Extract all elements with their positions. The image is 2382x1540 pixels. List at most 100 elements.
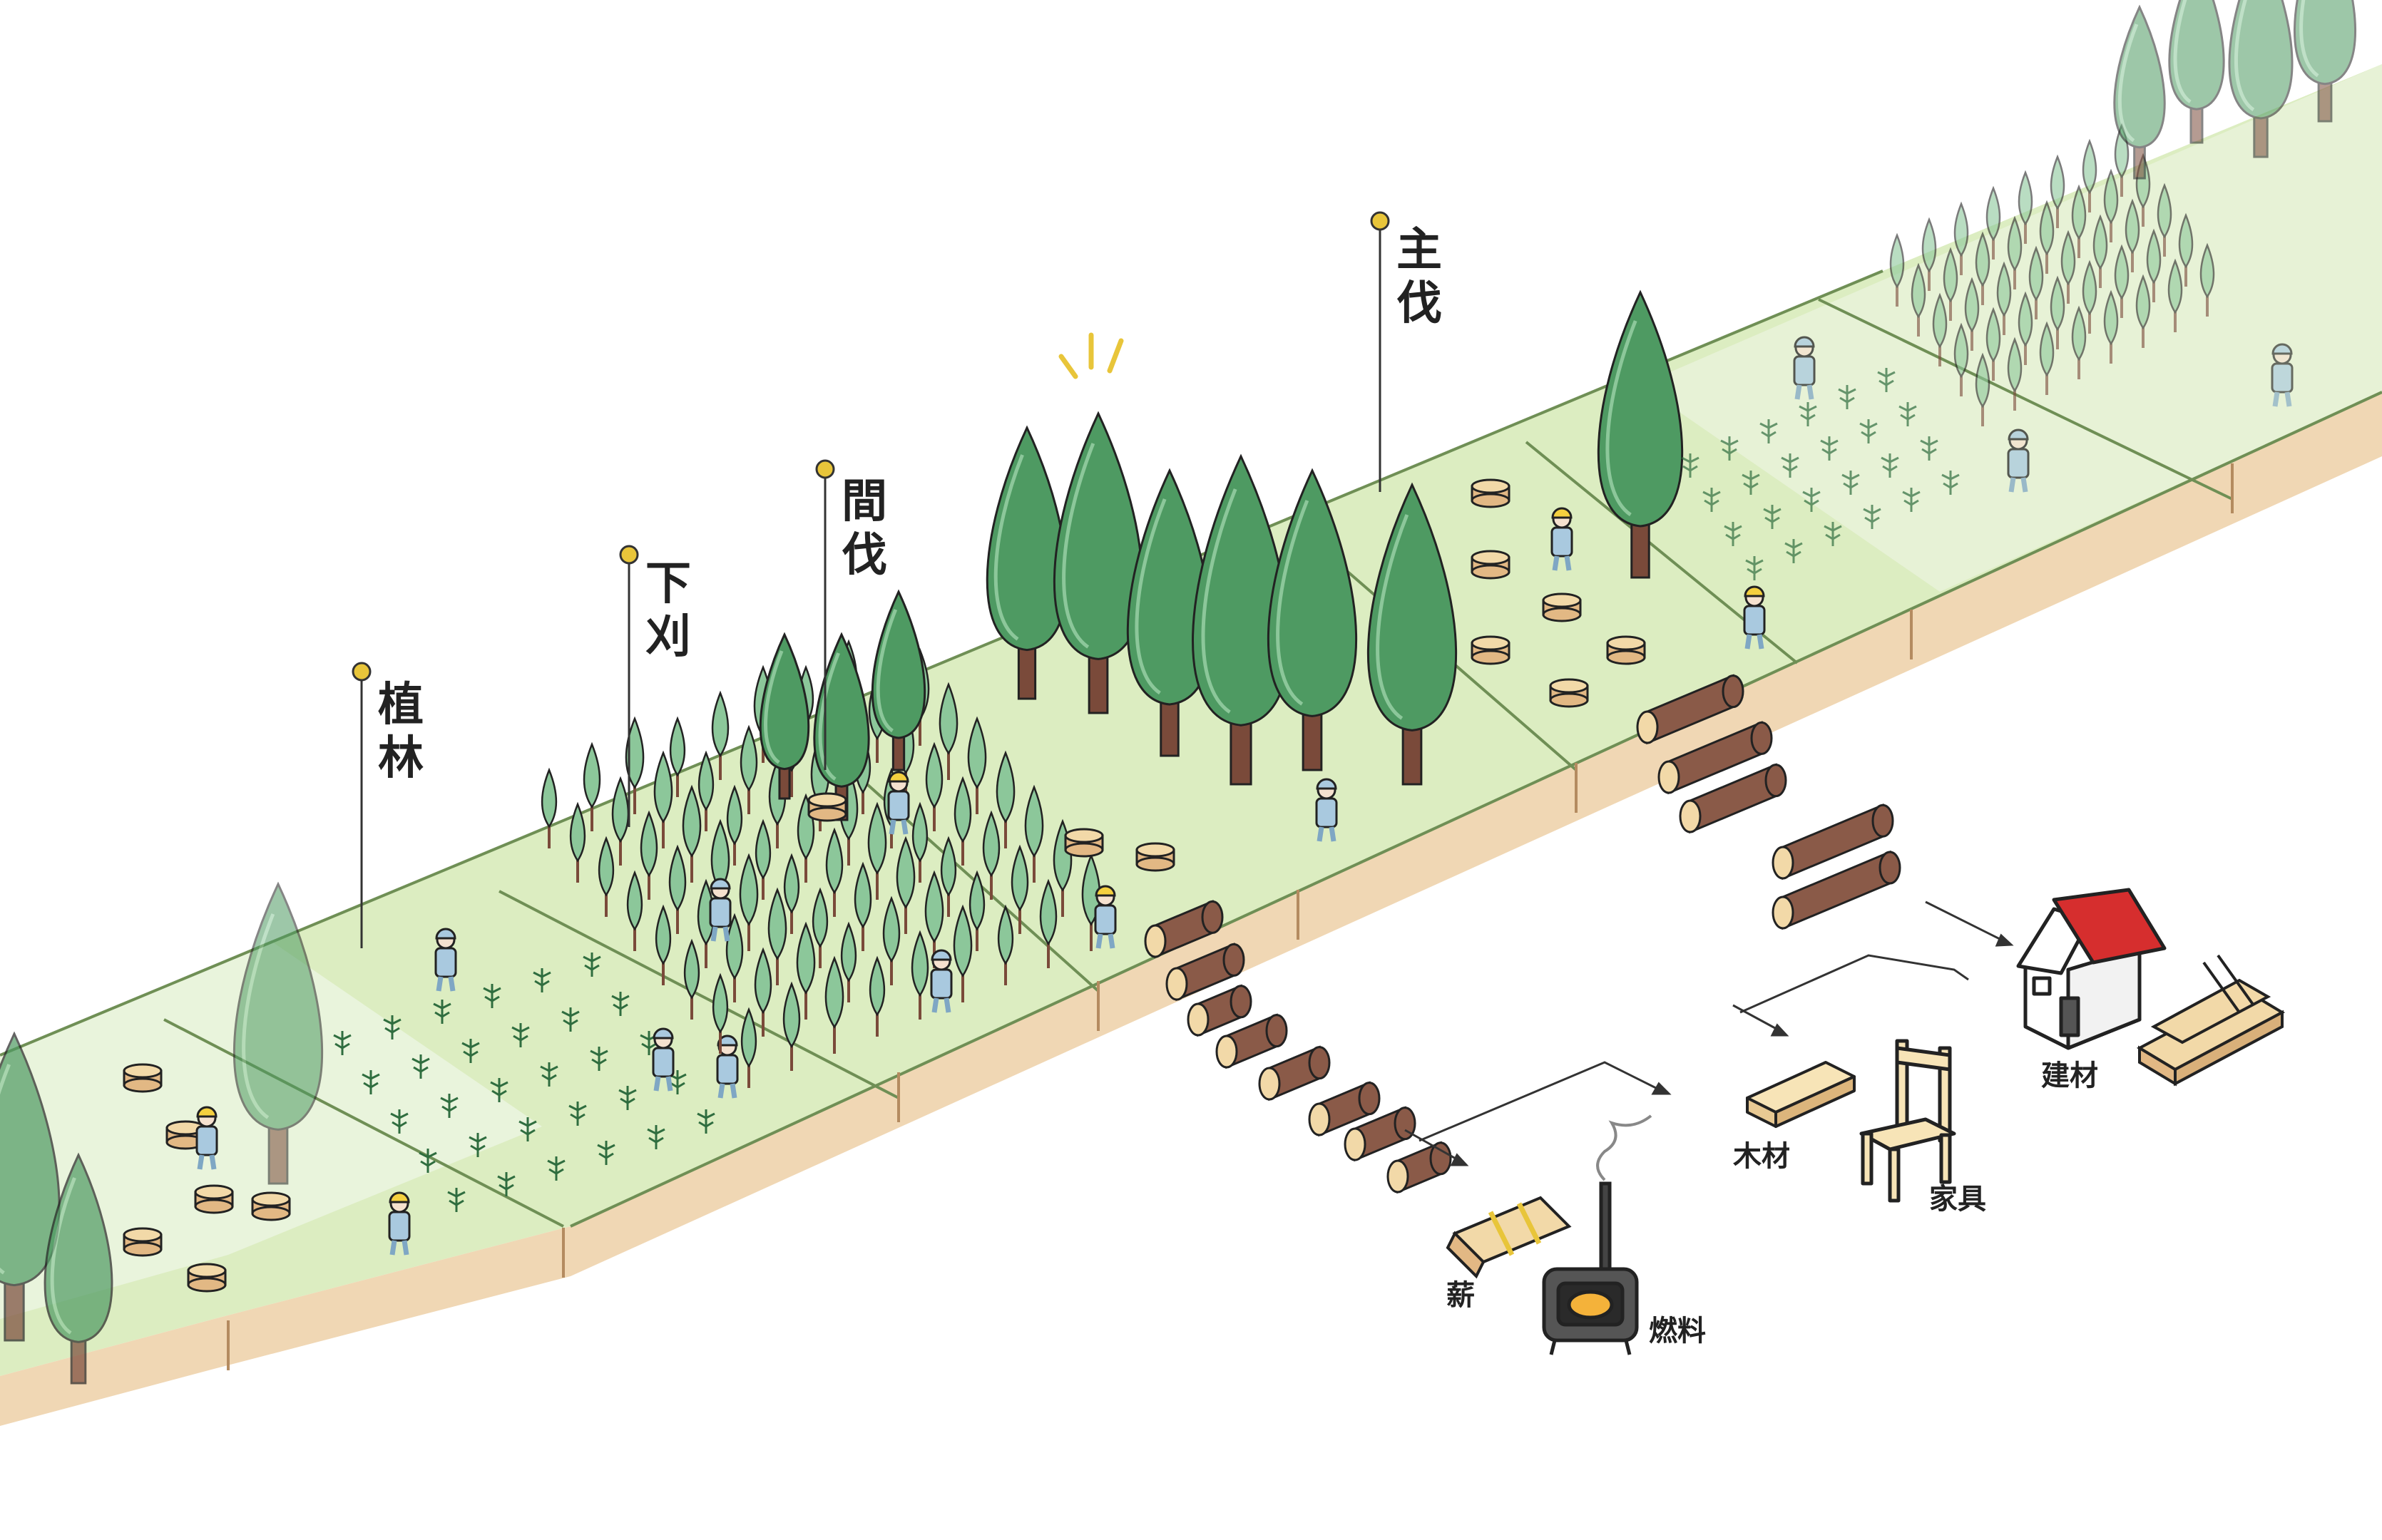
young-tree [2103,168,2119,242]
tree-stump [1064,828,1104,858]
seedling [597,1141,615,1165]
tree-stump [1606,635,1646,665]
young-tree [1975,352,1990,426]
forestry-worker [1743,585,1766,650]
log [1772,850,1901,930]
forestry-worker [195,1106,218,1170]
seedling [1784,539,1803,563]
seedling [547,1156,566,1181]
young-tree [1953,322,1969,396]
young-tree [653,750,673,848]
seedling [362,1070,380,1094]
seedling [540,1062,558,1087]
young-tree [968,870,986,951]
young-tree [583,741,601,831]
tree-stump [1135,842,1175,872]
forestry-worker [1550,507,1573,571]
young-tree [2007,215,2023,289]
cedar-tree [871,589,926,771]
cedar-tree [2168,0,2225,144]
young-tree [1964,277,1980,351]
lumber-stack-icon [2136,954,2286,1087]
young-tree [939,682,959,780]
young-tree [2092,214,2108,288]
planting-plot [333,928,739,1212]
seedling [561,1007,580,1032]
stage-label-planting-2: 林 [378,732,424,785]
stage-label-final-harvest-2: 伐 [1396,277,1442,330]
young-tree [655,904,672,985]
young-tree [996,750,1016,848]
cedar-tree [44,1152,113,1385]
seedling [447,1188,466,1212]
young-tree [1932,292,1948,366]
young-tree [755,818,772,900]
forestry-worker [1094,885,1117,949]
stage-marker-weeding [619,545,639,827]
seedling [1898,402,1917,426]
seedling [433,1000,451,1024]
house-icon [2016,888,2167,1050]
tree-stump [251,1191,291,1221]
cedar-tree [0,1031,61,1342]
cedar-tree [759,632,810,800]
chair-icon [1859,1039,1956,1203]
cedar-tree [1267,468,1358,771]
stage-marker-final-harvest [1370,211,1390,492]
young-tree [1011,844,1029,934]
young-tree [739,853,759,951]
seedling [1802,488,1821,512]
young-tree [2157,183,2172,257]
tree-stump [1471,478,1511,508]
final-harvest-plot [1471,289,1766,708]
young-tree [1039,878,1058,968]
young-tree [569,801,586,883]
young-tree [541,767,558,848]
seedling [461,1039,480,1063]
seedling [419,1149,437,1173]
young-tree [1996,261,2012,335]
seedling [440,1094,459,1118]
young-tree [783,853,800,934]
seedling [1745,556,1764,580]
seedling [618,1086,637,1110]
young-tree [611,776,630,866]
seedling [590,1047,608,1071]
seedling [611,992,630,1016]
product-label-building-material: 建材 [2041,1059,2098,1092]
young-tree [2146,228,2162,302]
seedling [1820,436,1839,461]
young-tree [867,801,887,900]
product-label-firewood: 薪 [1446,1279,1475,1312]
log [1386,1141,1452,1194]
strip-fade-right [1640,64,2382,592]
seedling [1702,488,1721,512]
young-tree [953,904,973,1002]
seedling [1863,505,1881,529]
forestry-worker [1315,778,1338,842]
young-tree [669,716,686,797]
young-tree [1911,262,1926,337]
young-tree [954,776,972,866]
cedar-tree [232,881,324,1185]
young-tree [2007,337,2023,411]
young-tree [840,921,857,1002]
young-tree [2018,170,2033,244]
forestry-worker [930,949,953,1013]
cedar-tree [1053,411,1144,714]
firewood-bundle-icon [1446,1196,1572,1279]
flow-arrows [1404,900,2014,1166]
young-tree [2028,245,2044,319]
young-tree [782,981,801,1071]
young-tree [982,810,1001,900]
seedling [390,1109,409,1134]
young-tree [2114,244,2130,318]
log [1187,984,1252,1037]
thinning-plot [759,411,1458,949]
seedling [640,1031,658,1055]
product-label-fuel: 燃料 [1649,1315,1706,1348]
stage-marker-thinning [815,459,835,770]
young-tree [640,810,658,900]
young-tree [711,690,730,780]
